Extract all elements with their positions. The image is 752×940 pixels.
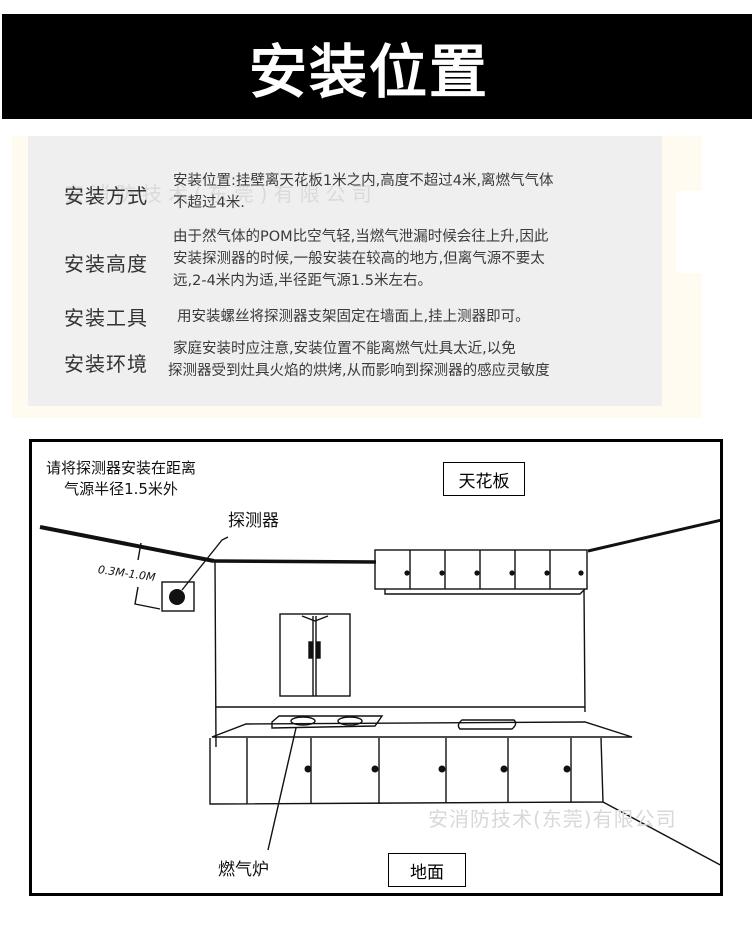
- ceiling-line-right: [587, 518, 720, 553]
- gas-stove: [271, 715, 384, 729]
- wall-cabinet-knobs: [404, 570, 584, 576]
- row-text: 安装位置:挂壁离天花板1米之内,高度不超过4米,离燃气气体 不超过4米.: [173, 170, 653, 214]
- page-title: 安装位置: [248, 37, 489, 106]
- row-text: 用安装螺丝将探测器支架固定在墙面上,挂上测器即可。: [177, 306, 657, 328]
- ceiling-line-middle: [213, 559, 377, 564]
- wall-left-edge: [214, 561, 217, 748]
- row-label: 安装工具: [64, 306, 148, 330]
- row-label: 安装高度: [64, 252, 148, 276]
- row-label: 安装方式: [64, 184, 148, 208]
- row-text-line: 家庭安装时应注意,安装位置不能离燃气灶具太近,以免: [173, 341, 516, 357]
- window-handle-left: [308, 641, 313, 659]
- base-cabinet-knobs: [304, 765, 571, 773]
- row-text-line: 远,2-4米内为适,半径距气源1.5米左右。: [173, 273, 432, 289]
- row-text-line: 由于然气体的POM比空气轻,当燃气泄漏时候会往上升,因此: [173, 229, 549, 245]
- ceiling-label: 天花板: [443, 462, 525, 496]
- watermark: 安消防技术(东莞)有限公司: [428, 807, 677, 831]
- dimension-mark: [134, 542, 161, 610]
- kitchen-illustration: [39, 518, 720, 866]
- installation-info-panel: 安消防技术(东莞)有限公司 安装方式 安装位置:挂壁离天花板1米之内,高度不超过…: [28, 136, 662, 406]
- countertop: [211, 721, 633, 738]
- row-text-line: 安装位置:挂壁离天花板1米之内,高度不超过4米,离燃气气体: [173, 173, 554, 189]
- background-patch: [676, 191, 752, 273]
- wall-cabinet: [374, 549, 588, 595]
- stove-leader-line: [267, 727, 297, 851]
- row-text-line: 探测器受到灶具火焰的烘烤,从而影响到探测器的感应灵敏度: [168, 363, 550, 379]
- row-text: 家庭安装时应注意,安装位置不能离燃气灶具太近,以免 探测器受到灶具火焰的烘烤,从…: [168, 338, 653, 382]
- kitchen-diagram: 请将探测器安装在距离 气源半径1.5米外 天花板 探测器 0.3M-1.0M 安…: [29, 439, 723, 896]
- note-line: 气源半径1.5米外: [64, 480, 178, 498]
- base-cabinets: [209, 737, 604, 805]
- gas-stove-label: 燃气炉: [218, 860, 269, 880]
- sink: [457, 719, 517, 730]
- detector-leader-line: [181, 536, 229, 591]
- installation-note: 请将探测器安装在距离 气源半径1.5米外: [46, 458, 196, 500]
- detector-sensor: [169, 589, 185, 605]
- window: [279, 613, 351, 697]
- row-text: 由于然气体的POM比空气轻,当燃气泄漏时候会往上升,因此 安装探测器的时候,一般…: [173, 226, 653, 292]
- watermark: 安消防技术(东莞)有限公司: [64, 182, 378, 206]
- row-text-line: 安装探测器的时候,一般安装在较高的地方,但离气源不要太: [173, 251, 545, 267]
- floor-line: [602, 801, 720, 866]
- detector-housing: [161, 581, 195, 612]
- floor-label: 地面: [388, 853, 466, 887]
- ceiling-line-left: [39, 525, 215, 563]
- detector-label: 探测器: [228, 511, 279, 531]
- row-label: 安装环境: [64, 352, 148, 376]
- note-line: 请将探测器安装在距离: [46, 459, 197, 477]
- wall-right-edge: [583, 589, 586, 713]
- title-banner: 安装位置: [2, 14, 752, 119]
- row-text-line: 用安装螺丝将探测器支架固定在墙面上,挂上测器即可。: [177, 309, 530, 325]
- row-text-line: 不超过4米.: [173, 195, 245, 211]
- window-handle-right: [316, 641, 321, 659]
